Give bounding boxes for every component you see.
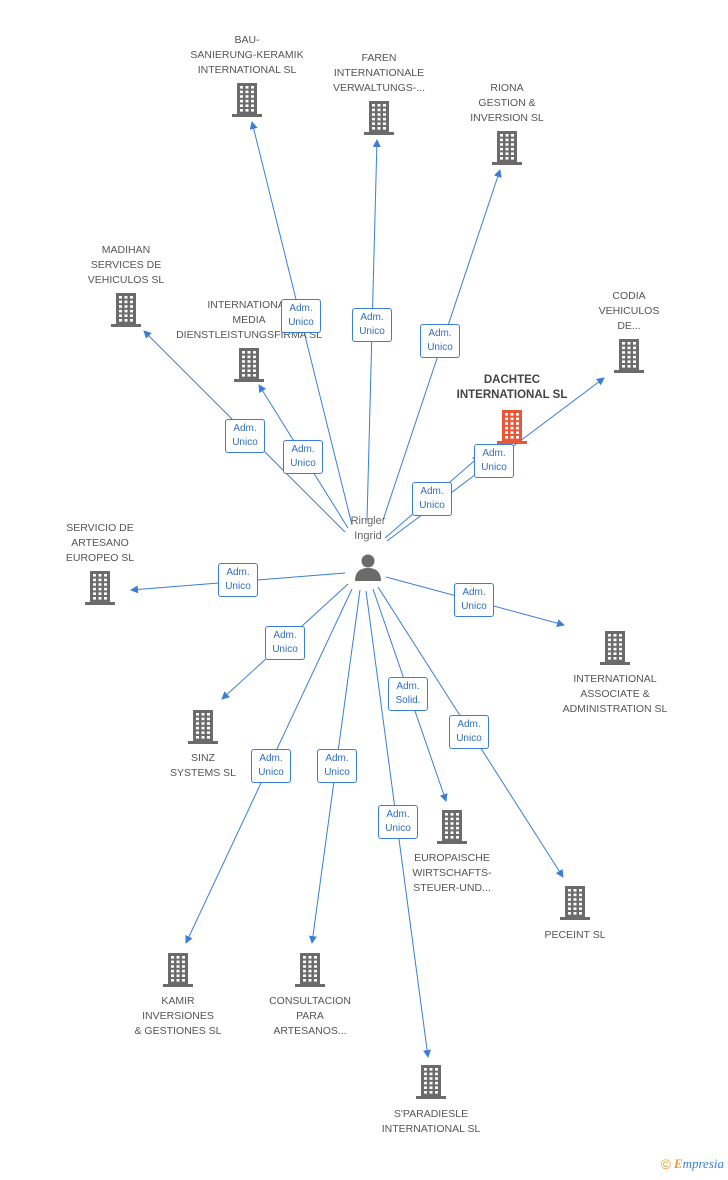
company-label: MADIHAN SERVICES DE VEHICULOS SL [87,244,165,286]
company-label: KAMIR INVERSIONES & GESTIONES SL [134,995,222,1037]
role-badge-bau[interactable]: Adm. Unico [281,299,321,333]
building-icon [111,293,141,327]
company-label: BAU- SANIERUNG-KERAMIK INTERNATIONAL SL [190,34,304,76]
company-label: FAREN INTERNATIONALE VERWALTUNGS-... [333,52,425,94]
role-badge-sparadiesle[interactable]: Adm. Unico [378,805,418,839]
company-label: CONSULTACION PARA ARTESANOS... [269,995,351,1037]
person-ringler-ingrid[interactable]: Ringler Ingrid [328,514,408,582]
company-node-servicio[interactable]: SERVICIO DE ARTESANO EUROPEO SL [25,521,175,605]
role-badge-europaische[interactable]: Adm. Solid. [388,677,428,711]
building-icon [295,953,325,987]
company-node-peceint[interactable]: PECEINT SL [500,886,650,943]
company-label: EUROPAISCHE WIRTSCHAFTS- STEUER-UND... [412,852,492,894]
building-icon [416,1065,446,1099]
company-node-madihan[interactable]: MADIHAN SERVICES DE VEHICULOS SL [51,243,201,327]
company-label: SINZ SYSTEMS SL [170,752,236,779]
role-badge-intassoc[interactable]: Adm. Unico [454,583,494,617]
company-node-europaische[interactable]: EUROPAISCHE WIRTSCHAFTS- STEUER-UND... [377,810,527,896]
building-icon [234,348,264,382]
company-label: DACHTEC INTERNATIONAL SL [456,374,568,401]
brand-logo: Empresia [673,1156,724,1171]
role-badge-madihan[interactable]: Adm. Unico [225,419,265,453]
company-node-codia[interactable]: CODIA VEHICULOS DE... [554,289,704,373]
company-label: CODIA VEHICULOS DE... [598,290,660,332]
company-label: PECEINT SL [544,929,606,941]
building-icon [492,131,522,165]
role-badge-sinz[interactable]: Adm. Unico [265,626,305,660]
role-badge-riona[interactable]: Adm. Unico [420,324,460,358]
company-node-faren[interactable]: FAREN INTERNATIONALE VERWALTUNGS-... [304,51,454,135]
person-icon [355,554,381,581]
company-node-sparadiesle[interactable]: S'PARADIESLE INTERNATIONAL SL [356,1065,506,1137]
company-node-riona[interactable]: RIONA GESTION & INVERSION SL [432,81,582,165]
role-badge-codia[interactable]: Adm. Unico [474,444,514,478]
role-badge-servicio[interactable]: Adm. Unico [218,563,258,597]
role-badge-dachtec[interactable]: Adm. Unico [412,482,452,516]
company-node-dachtec[interactable]: DACHTEC INTERNATIONAL SL [437,373,587,444]
building-icon [497,410,527,444]
company-label: S'PARADIESLE INTERNATIONAL SL [381,1108,481,1135]
building-icon [437,810,467,844]
role-badge-consultacion[interactable]: Adm. Unico [317,749,357,783]
company-node-bau[interactable]: BAU- SANIERUNG-KERAMIK INTERNATIONAL SL [172,33,322,117]
building-icon [232,83,262,117]
building-icon [188,710,218,744]
company-label: INTERNATIONAL ASSOCIATE & ADMINISTRATION… [562,673,668,715]
copyright: © Empresia [661,1156,724,1172]
company-node-kamir[interactable]: KAMIR INVERSIONES & GESTIONES SL [103,953,253,1039]
company-label: SERVICIO DE ARTESANO EUROPEO SL [65,522,135,564]
building-icon [364,101,394,135]
building-icon [560,886,590,920]
role-badge-intmedia[interactable]: Adm. Unico [283,440,323,474]
company-node-sinz[interactable]: SINZ SYSTEMS SL [128,710,278,781]
role-badge-faren[interactable]: Adm. Unico [352,308,392,342]
building-icon [614,339,644,373]
company-node-intassoc[interactable]: INTERNATIONAL ASSOCIATE & ADMINISTRATION… [540,631,690,717]
building-icon [163,953,193,987]
company-node-consultacion[interactable]: CONSULTACION PARA ARTESANOS... [235,953,385,1039]
role-badge-kamir[interactable]: Adm. Unico [251,749,291,783]
building-icon [85,571,115,605]
building-icon [600,631,630,665]
copyright-icon: © [660,1156,671,1172]
company-label: RIONA GESTION & INVERSION SL [470,82,544,124]
person-name: Ringler Ingrid [350,515,386,542]
role-badge-peceint[interactable]: Adm. Unico [449,715,489,749]
